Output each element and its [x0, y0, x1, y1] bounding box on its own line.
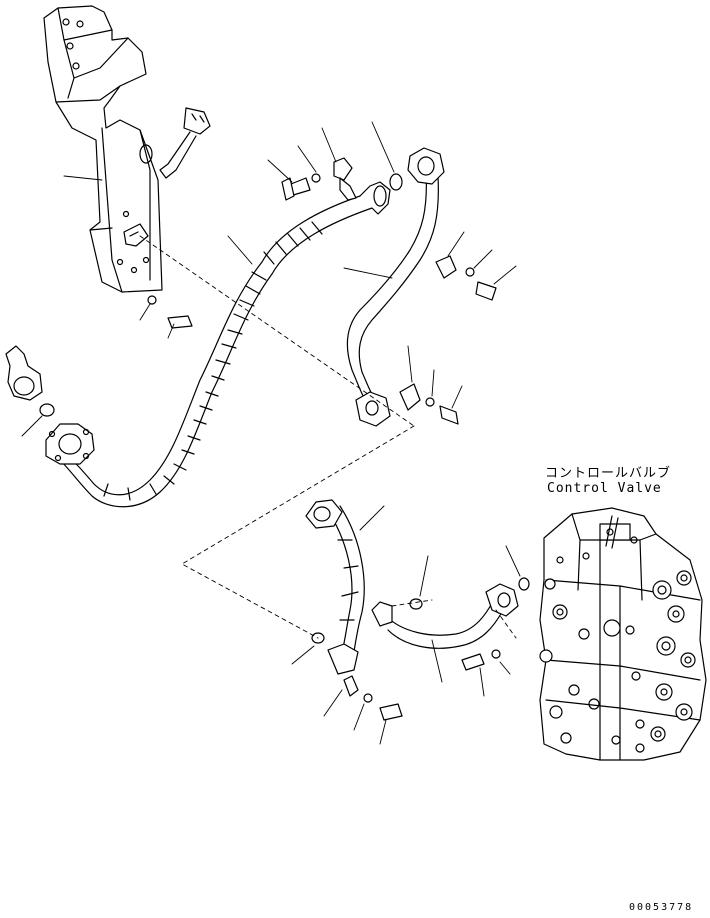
- leader-lines: [21, 121, 521, 745]
- o-ring: [518, 577, 530, 591]
- washer: [311, 173, 321, 183]
- bolt: [281, 177, 311, 201]
- o-ring: [389, 173, 403, 191]
- bolt: [461, 653, 485, 671]
- assembly-guide-lines: [139, 235, 517, 639]
- split-flange: [333, 157, 357, 201]
- o-ring: [409, 598, 423, 610]
- mounting-bracket: [43, 5, 163, 293]
- washer: [465, 267, 475, 277]
- drawing-number: 00053778: [629, 902, 694, 913]
- electrical-connector: [159, 107, 211, 179]
- hydraulic-hose-main: [45, 181, 391, 508]
- pipe-clamp: [399, 255, 457, 411]
- control-valve-label-en: Control Valve: [547, 481, 662, 496]
- washer: [491, 649, 501, 659]
- adapter-fitting: [5, 345, 43, 401]
- control-valve-label-jp: コントロールバルブ: [545, 466, 672, 481]
- washer: [147, 295, 157, 305]
- control-valve: [539, 507, 707, 761]
- o-ring: [39, 403, 55, 417]
- bolt: [343, 675, 403, 721]
- bolt: [167, 281, 497, 425]
- washer: [425, 397, 435, 407]
- o-ring: [311, 632, 325, 644]
- hydraulic-tube-lower: [371, 583, 519, 649]
- hydraulic-tube: [346, 147, 445, 427]
- hydraulic-hose-lower: [305, 499, 365, 675]
- washer: [363, 693, 373, 703]
